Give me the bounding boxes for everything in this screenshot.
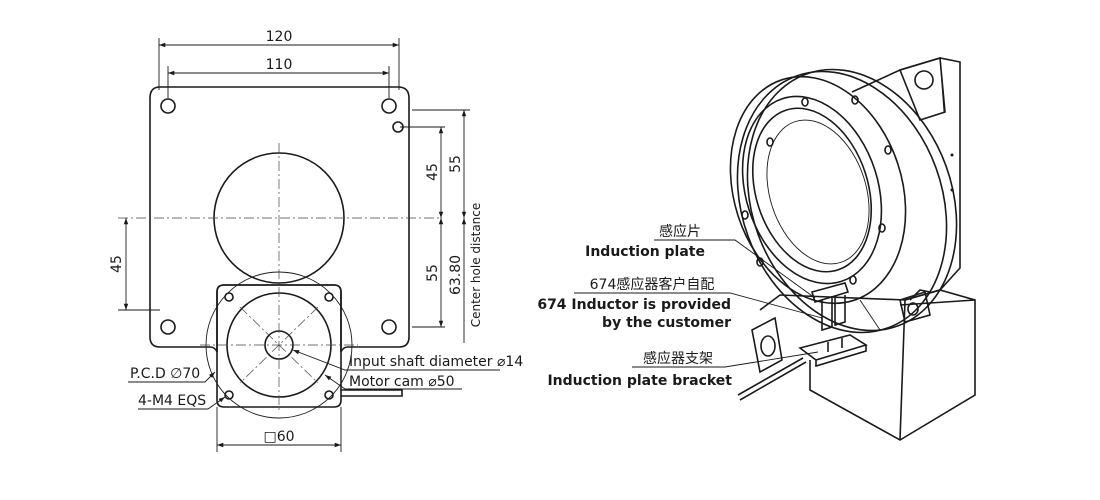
mount-hole-tr xyxy=(381,98,397,114)
input-shaft-label: Input shaft diameter ⌀14 xyxy=(349,354,523,370)
motor-flange xyxy=(216,284,342,408)
front-view: 120 110 45 55 55 63.80 Center hole dista… xyxy=(109,29,523,452)
main-plate-outline xyxy=(149,86,410,353)
dim-55-top: 55 xyxy=(448,155,464,173)
mount-hole-bl xyxy=(160,319,176,335)
flange-hole-tl xyxy=(224,292,234,302)
plate-cn-label: 感应片 xyxy=(659,223,701,240)
bracket-cn-label: 感应器支架 xyxy=(643,350,713,367)
inductor-cn-label: 674感应器客户自配 xyxy=(590,276,715,293)
dim-110: 110 xyxy=(266,57,293,73)
dim-63-80: 63.80 xyxy=(448,255,464,295)
center-hole-distance: Center hole distance xyxy=(469,203,483,328)
dim-55-bottom: 55 xyxy=(425,264,441,282)
flange-hole-br xyxy=(324,390,334,400)
dim-45-left: 45 xyxy=(109,255,125,273)
bracket-en-label: Induction plate bracket xyxy=(547,373,732,389)
mount-hole-br xyxy=(381,319,397,335)
motor-cam-label: Motor cam ⌀50 xyxy=(349,374,455,390)
inductor-en-label-2: by the customer xyxy=(602,315,731,331)
dim-120: 120 xyxy=(266,29,293,45)
eqs-label: 4-M4 EQS xyxy=(138,393,206,409)
dim-square-60: □60 xyxy=(263,429,294,445)
mount-hole-tl xyxy=(160,98,176,114)
flange-hole-bl xyxy=(224,390,234,400)
motor-cable xyxy=(341,389,403,397)
flange-hole-tr xyxy=(324,292,334,302)
inductor-en-label-1: 674 Inductor is provided xyxy=(537,297,731,313)
dim-45-top: 45 xyxy=(425,163,441,181)
plate-en-label: Induction plate xyxy=(585,244,705,260)
pcd-label: P.C.D ∅70 xyxy=(130,366,200,382)
isometric-view xyxy=(574,56,976,441)
